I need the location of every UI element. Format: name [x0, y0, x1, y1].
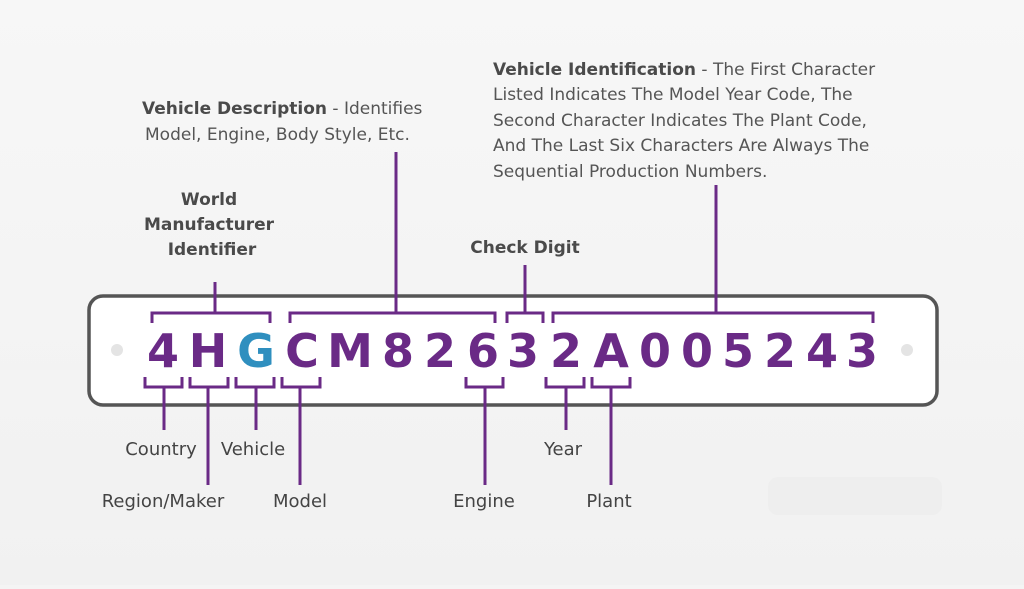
check-digit-heading: Check Digit — [470, 238, 579, 258]
wmi-heading: World Manufacturer Identifier — [144, 190, 280, 260]
vin-character: A — [593, 324, 629, 378]
year-bracket — [544, 377, 586, 430]
vehicle-identification-text-3: Second Character Indicates The Plant Cod… — [493, 111, 867, 131]
vehicle-description-text-2: Model, Engine, Body Style, Etc. — [145, 125, 410, 145]
vin-character: 2 — [424, 324, 456, 378]
label-vehicle: Vehicle — [221, 439, 285, 460]
country-bracket — [143, 377, 184, 430]
blank-box — [768, 477, 942, 515]
label-model: Model — [273, 491, 327, 512]
vin-character: 3 — [507, 324, 539, 378]
check-bracket — [505, 265, 545, 323]
wmi-bracket — [150, 282, 272, 323]
label-engine: Engine — [453, 491, 515, 512]
vin-character: 5 — [722, 324, 754, 378]
vin-character: G — [237, 324, 275, 378]
plate-hole-left — [111, 344, 123, 356]
vin-character: 8 — [382, 324, 414, 378]
vin-character: 3 — [846, 324, 878, 378]
vin-character: 0 — [639, 324, 671, 378]
vd-bracket — [288, 152, 497, 323]
vin-character: 0 — [681, 324, 713, 378]
vin-character: M — [327, 324, 373, 378]
vin-character: C — [285, 324, 319, 378]
label-plant: Plant — [586, 491, 631, 512]
label-year: Year — [543, 439, 583, 460]
region-bracket — [188, 377, 230, 485]
plant-bracket — [590, 377, 632, 485]
vin-character: 2 — [764, 324, 796, 378]
plate-hole-right — [901, 344, 913, 356]
vehicle-description-text: Vehicle Description - Identifies — [142, 99, 423, 119]
model-bracket — [280, 377, 322, 485]
label-country: Country — [125, 439, 197, 460]
vehicle-bracket — [234, 377, 276, 430]
vehicle-identification-text: Vehicle Identification - The First Chara… — [493, 60, 875, 80]
vin-character: 6 — [467, 324, 499, 378]
vehicle-identification-text-4: And The Last Six Characters Are Always T… — [493, 136, 869, 156]
vin-character: 4 — [806, 324, 838, 378]
vehicle-identification-text-2: Listed Indicates The Model Year Code, Th… — [493, 85, 853, 105]
vi-bracket — [551, 185, 875, 323]
engine-bracket — [464, 377, 505, 485]
vin-plate — [87, 294, 939, 407]
vehicle-identification-text-5: Sequential Production Numbers. — [493, 162, 767, 182]
vin-character: 4 — [147, 324, 179, 378]
label-region-maker: Region/Maker — [102, 491, 225, 512]
vin-character: H — [189, 324, 228, 378]
vin-character: 2 — [550, 324, 582, 378]
